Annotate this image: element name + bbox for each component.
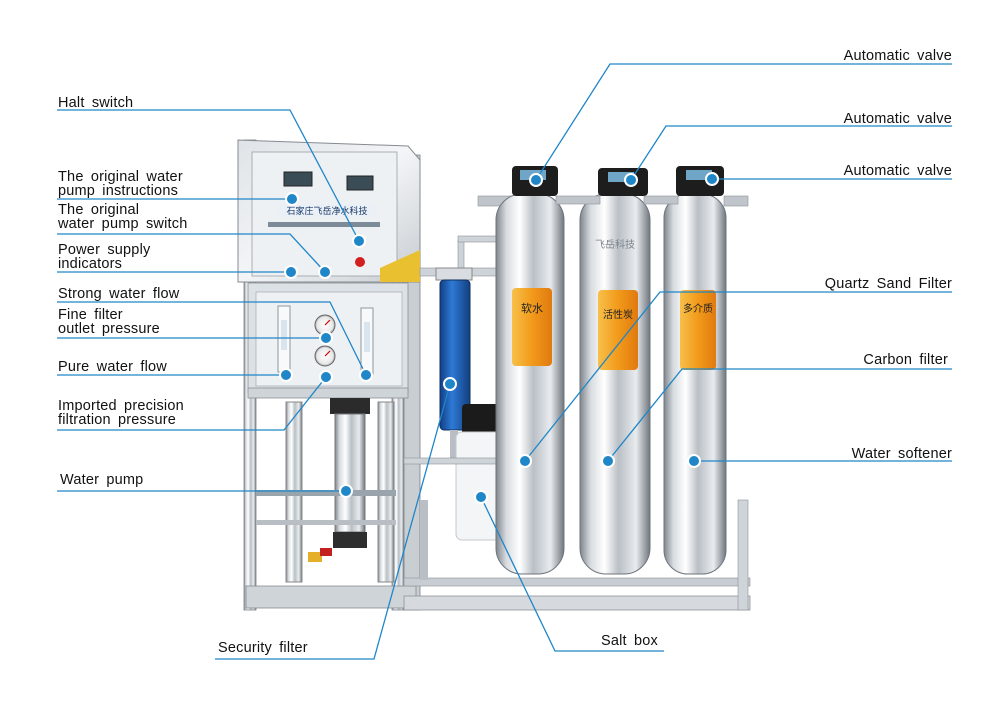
marker-salt-box xyxy=(474,490,488,504)
marker-pump-switch xyxy=(318,265,332,279)
label-halt-switch: Halt switch xyxy=(58,95,134,111)
marker-power-indicators xyxy=(284,265,298,279)
label-automatic-valve-1: Automatic valve xyxy=(843,48,952,64)
label-pump-instructions-line1: The original water xyxy=(58,169,183,185)
label-water-softener: Water softener xyxy=(851,446,952,462)
leader-security-filter xyxy=(215,383,451,660)
marker-quartz xyxy=(518,454,532,468)
tank-rack xyxy=(403,457,751,611)
leader-salt-box xyxy=(480,496,664,652)
leader-pump-switch xyxy=(57,233,326,273)
label-precision-line2: filtration pressure xyxy=(58,412,177,428)
marker-carbon xyxy=(601,454,615,468)
label-pump-instructions-line2: pump instructions xyxy=(58,183,179,199)
leader-halt-switch xyxy=(57,109,360,242)
marker-valve-3 xyxy=(705,172,719,186)
label-pure-water-flow: Pure water flow xyxy=(58,359,167,375)
panel-company-text: 石家庄飞岳净水科技 xyxy=(286,205,367,217)
marker-halt-switch xyxy=(352,234,366,248)
leader-carbon xyxy=(607,368,952,462)
label-strong-water-flow: Strong water flow xyxy=(58,286,180,302)
marker-fine-filter xyxy=(319,331,333,345)
tank-quartz-right: 多介质 xyxy=(663,193,727,575)
marker-security-filter xyxy=(443,377,457,391)
label-salt-box: Salt box xyxy=(601,633,658,649)
power-indicator-red-2 xyxy=(355,257,365,267)
tank-carbon-middle: 活性炭 飞岳科技 xyxy=(579,193,651,575)
label-carbon-filter: Carbon filter xyxy=(863,352,948,368)
leader-valve-2 xyxy=(630,125,952,181)
marker-softener xyxy=(687,454,701,468)
label-water-pump: Water pump xyxy=(60,472,144,488)
label-power-indicators-line2: indicators xyxy=(58,256,123,272)
marker-pure-flow xyxy=(279,368,293,382)
leader-lines xyxy=(57,63,952,660)
label-quartz-sand-filter: Quartz Sand Filter xyxy=(824,276,952,292)
label-pump-switch-line1: The original xyxy=(58,202,140,218)
label-fine-filter-line1: Fine filter xyxy=(58,307,123,323)
marker-dots xyxy=(279,172,719,504)
marker-valve-1 xyxy=(529,173,543,187)
marker-strong-flow xyxy=(359,368,373,382)
label-precision-line1: Imported precision xyxy=(58,398,184,414)
label-security-filter: Security filter xyxy=(218,640,308,656)
tank-brand-text: 飞岳科技 xyxy=(595,238,635,251)
marker-water-pump xyxy=(339,484,353,498)
label-pump-switch-line2: water pump switch xyxy=(58,216,188,232)
marker-valve-2 xyxy=(624,173,638,187)
ro-unit: 石家庄飞岳净水科技 xyxy=(237,139,421,611)
label-automatic-valve-3: Automatic valve xyxy=(843,163,952,179)
tank1-label: 软水 xyxy=(521,301,543,315)
label-automatic-valve-2: Automatic valve xyxy=(843,111,952,127)
tank2-label: 活性炭 xyxy=(603,308,633,321)
leader-quartz xyxy=(524,291,952,462)
leader-strong-flow xyxy=(57,301,367,376)
leader-valve-1 xyxy=(535,63,952,181)
tank3-label: 多介质 xyxy=(683,302,713,315)
tank-water-softener-left: 软水 xyxy=(495,193,565,575)
label-fine-filter-line2: outlet pressure xyxy=(58,321,160,337)
marker-pump-instructions xyxy=(285,192,299,206)
label-power-indicators-line1: Power supply xyxy=(58,242,151,258)
marker-precision xyxy=(319,370,333,384)
leader-precision xyxy=(57,376,327,431)
